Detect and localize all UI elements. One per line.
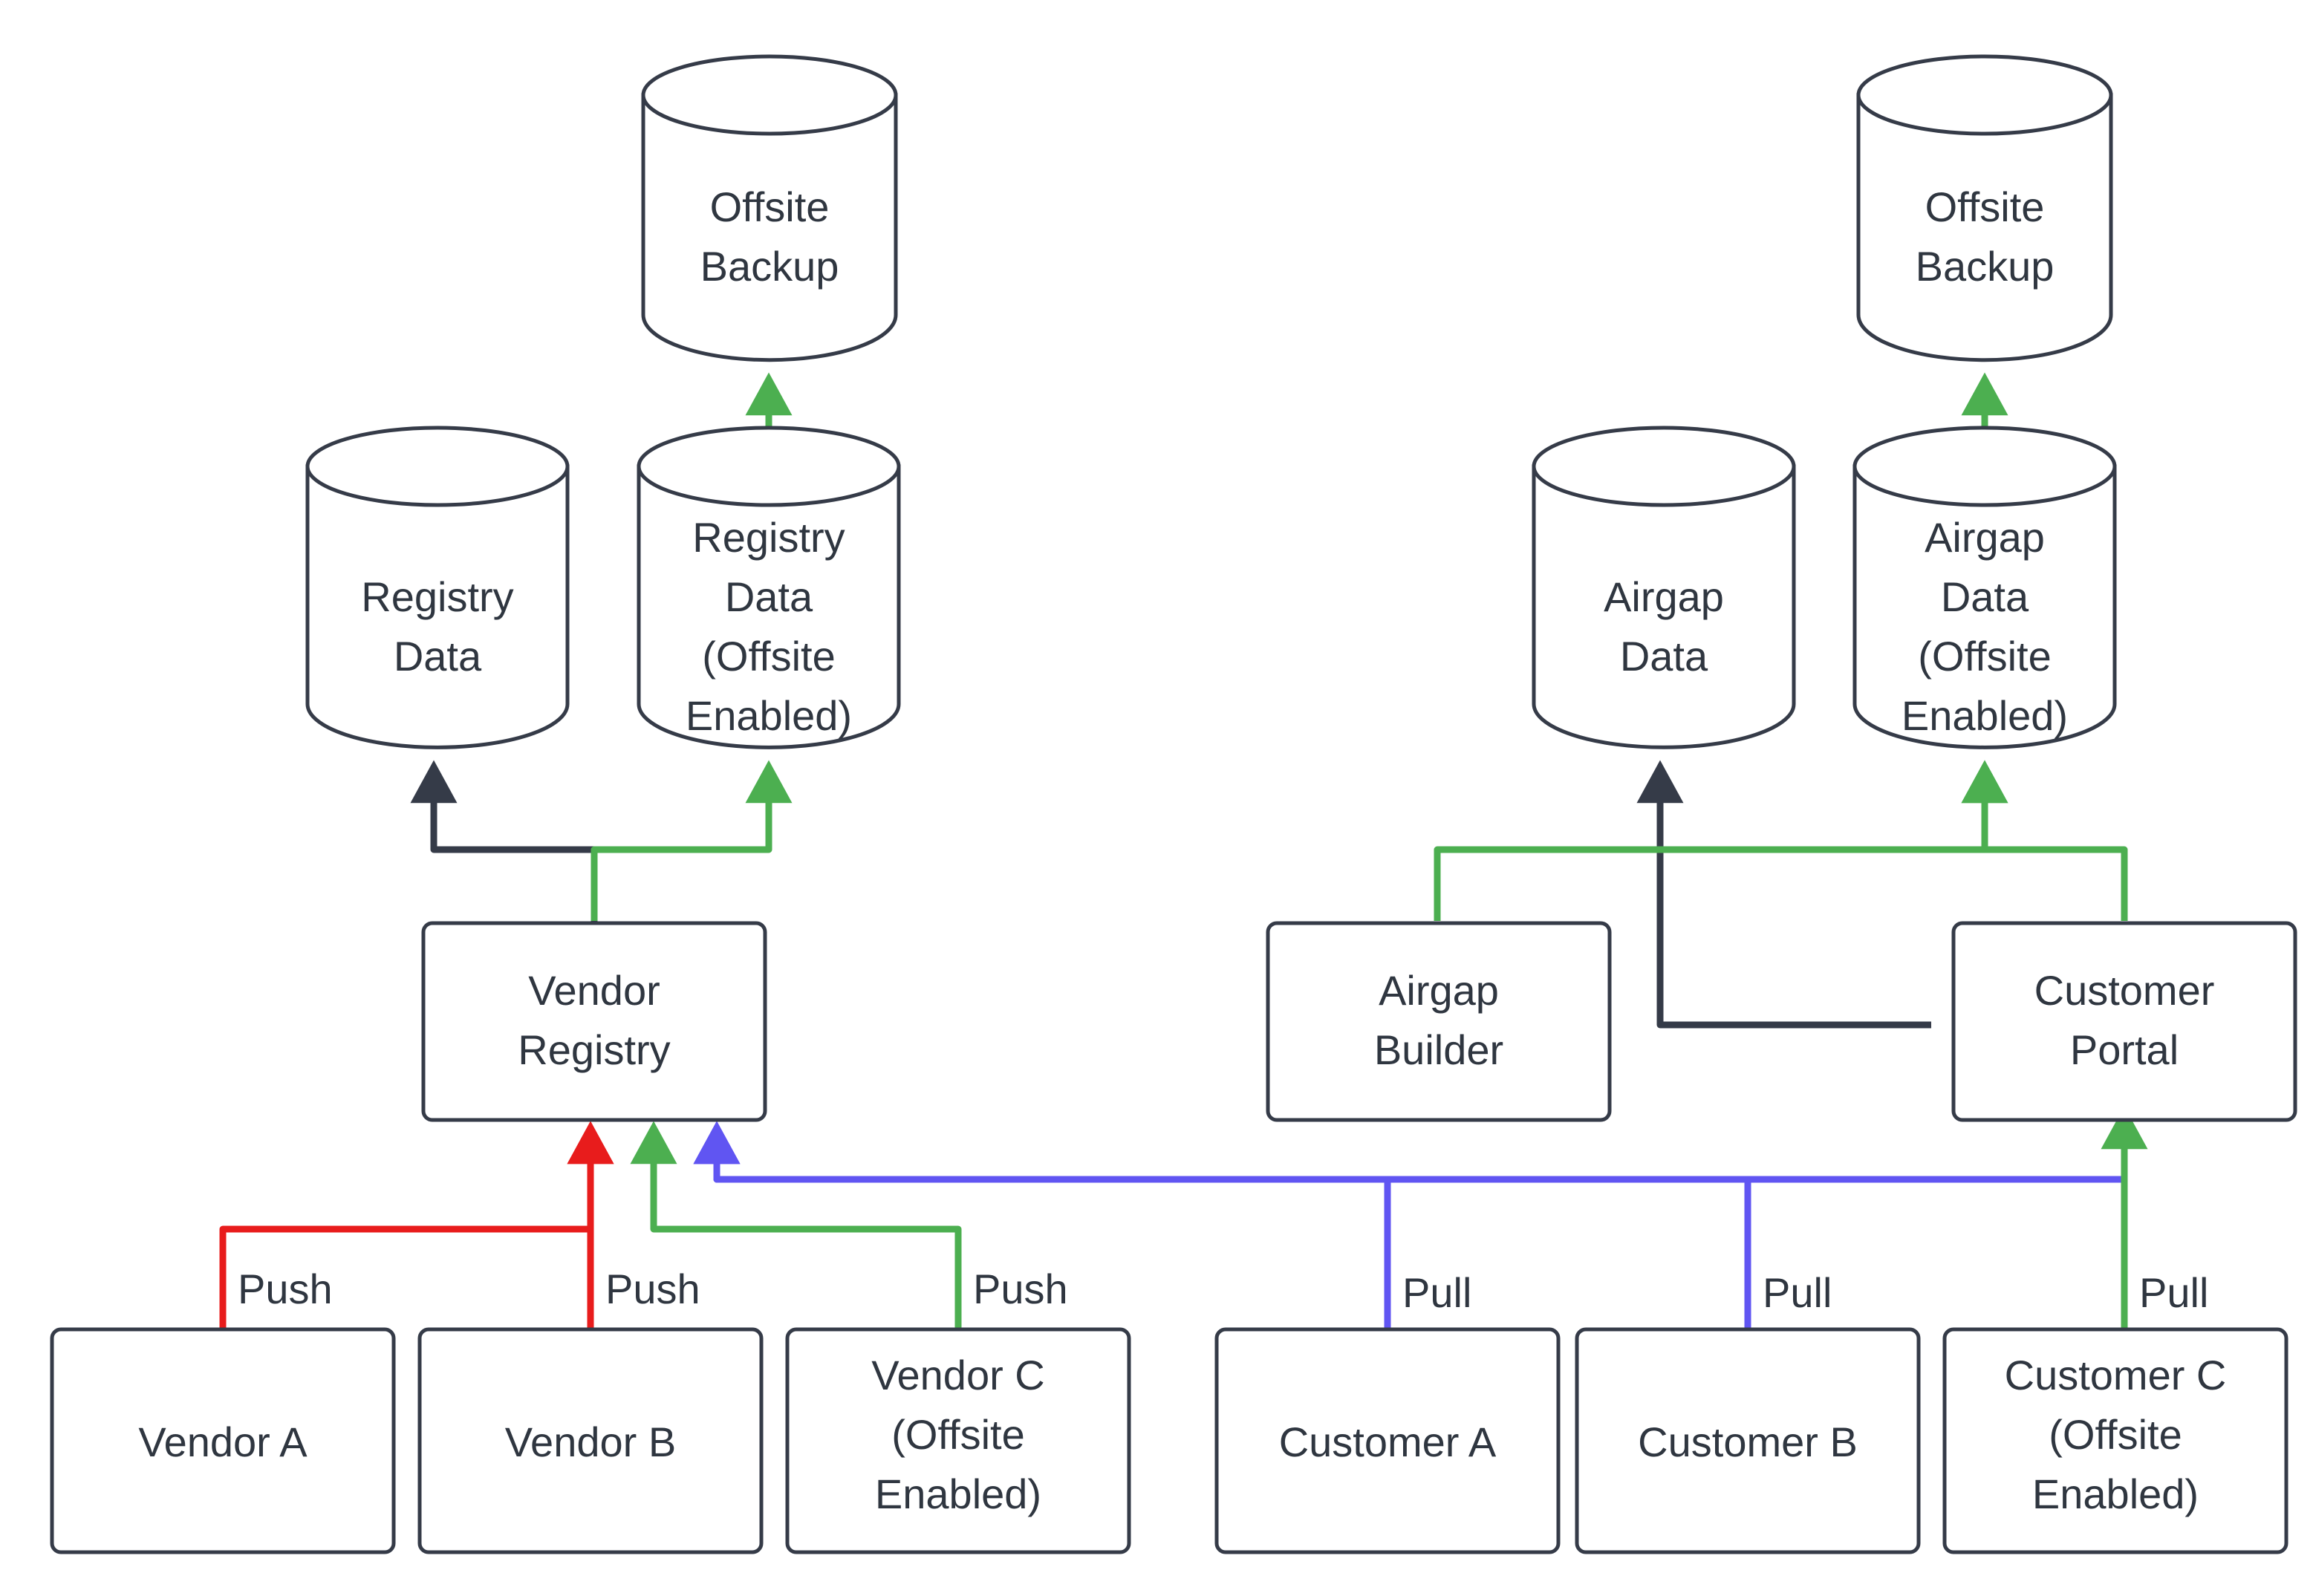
offsite-backup-right-line-0: Offsite (1925, 183, 2045, 230)
vendor-a-line-0: Vendor A (138, 1419, 308, 1465)
vendor-c-line-0: Vendor C (871, 1352, 1045, 1398)
airgap-data-offsite-line-0: Airgap (1925, 514, 2045, 561)
node-airgap-builder[interactable]: Airgap Builder (1266, 921, 1612, 1122)
node-vendor-c[interactable]: Vendor C (Offsite Enabled) (785, 1327, 1131, 1554)
edge-customer-portal-to-airgap-data (1636, 760, 1931, 1029)
node-offsite-backup-left[interactable]: Offsite Backup (641, 54, 898, 362)
node-offsite-backup-right[interactable]: Offsite Backup (1856, 54, 2113, 362)
offsite-backup-left-line-1: Backup (700, 243, 839, 290)
airgap-builder-line-0: Airgap (1379, 967, 1499, 1014)
customer-c-line-2: Enabled) (2032, 1470, 2199, 1517)
vendor-b-line-0: Vendor B (505, 1419, 676, 1465)
customer-portal-line-1: Portal (2070, 1026, 2179, 1073)
registry-data-line-1: Data (394, 633, 482, 680)
edge-vendor-registry-to-registry-data (410, 760, 598, 925)
vendor-registry-line-0: Vendor (528, 967, 660, 1014)
node-airgap-data[interactable]: Airgap Data (1532, 426, 1796, 749)
edge-label-vendor-b-push: Push (605, 1266, 700, 1312)
airgap-data-line-0: Airgap (1604, 573, 1724, 620)
vendor-c-line-1: (Offsite (891, 1411, 1024, 1458)
node-registry-data[interactable]: Registry Data (305, 426, 570, 749)
edge-label-vendor-a-push: Push (238, 1266, 333, 1312)
edge-airgap-builder-to-airgap-data-offsite (1434, 760, 2008, 921)
customer-b-line-0: Customer B (1638, 1419, 1858, 1465)
airgap-data-offsite-line-2: (Offsite (1918, 633, 2051, 680)
registry-data-offsite-line-3: Enabled) (686, 692, 852, 739)
registry-data-offsite-line-2: (Offsite (702, 633, 835, 680)
edge-label-customer-b-pull: Pull (1763, 1269, 1832, 1316)
node-customer-c[interactable]: Customer C (Offsite Enabled) (1942, 1327, 2288, 1554)
edge-label-vendor-c-push: Push (973, 1266, 1068, 1312)
airgap-data-offsite-line-3: Enabled) (1902, 692, 2068, 739)
node-customer-a[interactable]: Customer A (1214, 1327, 1561, 1554)
vendor-c-line-2: Enabled) (875, 1470, 1041, 1517)
vendor-registry-line-1: Registry (518, 1026, 670, 1073)
node-customer-portal[interactable]: Customer Portal (1951, 921, 2297, 1122)
registry-data-offsite-line-1: Data (725, 573, 813, 620)
node-vendor-registry[interactable]: Vendor Registry (421, 921, 767, 1122)
node-vendor-b[interactable]: Vendor B (417, 1327, 764, 1554)
offsite-backup-right-line-1: Backup (1916, 243, 2055, 290)
node-airgap-data-offsite[interactable]: Airgap Data (Offsite Enabled) (1852, 426, 2117, 749)
offsite-backup-left-line-0: Offsite (710, 183, 830, 230)
node-registry-data-offsite[interactable]: Registry Data (Offsite Enabled) (637, 426, 901, 749)
node-customer-b[interactable]: Customer B (1575, 1327, 1921, 1554)
edge-vendor-c-to-vendor-registry (630, 1121, 962, 1329)
edge-customer-portal-to-airgap-data-offsite (1961, 760, 2128, 921)
edge-customer-c-purple-run (693, 1121, 2124, 1183)
registry-data-offsite-line-0: Registry (692, 514, 845, 561)
edge-label-customer-a-pull: Pull (1402, 1269, 1471, 1316)
edge-label-customer-c-pull: Pull (2139, 1269, 2208, 1316)
customer-c-line-1: (Offsite (2049, 1411, 2182, 1458)
customer-c-line-0: Customer C (2005, 1352, 2227, 1398)
node-vendor-a[interactable]: Vendor A (50, 1327, 396, 1554)
registry-data-line-0: Registry (361, 573, 513, 620)
airgap-data-line-1: Data (1620, 633, 1708, 680)
customer-portal-line-0: Customer (2034, 967, 2215, 1014)
edge-vendor-registry-to-registry-data-offsite (591, 760, 793, 921)
customer-a-line-0: Customer A (1279, 1419, 1497, 1465)
airgap-builder-line-1: Builder (1374, 1026, 1503, 1073)
airgap-data-offsite-line-1: Data (1941, 573, 2029, 620)
